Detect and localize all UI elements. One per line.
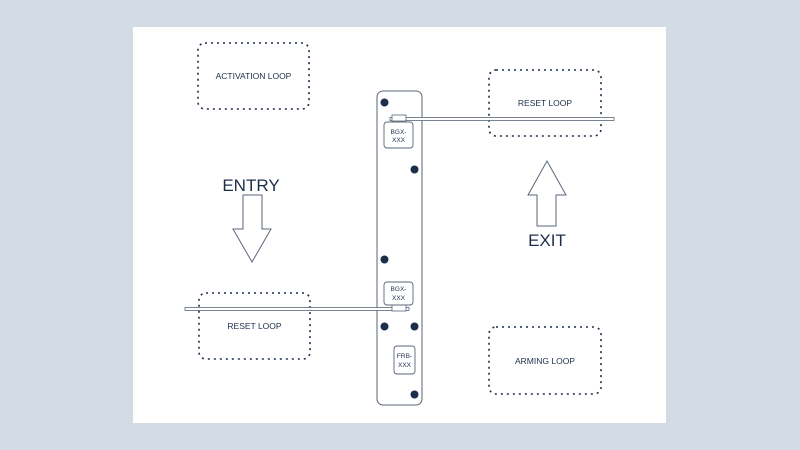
exit-arrow-icon <box>527 159 567 227</box>
reset-loop-entry: RESET LOOP <box>198 292 311 360</box>
arming-loop: ARMING LOOP <box>488 326 602 395</box>
barrier-device-bottom-label-2: XXX <box>392 295 406 302</box>
post-marker <box>410 390 419 399</box>
post-marker <box>380 98 389 107</box>
barrier-device-top-label-1: BGX- <box>391 129 407 136</box>
frb-device: FRB- XXX <box>393 345 416 375</box>
frb-device-label-1: FRB- <box>397 353 412 360</box>
barrier-device-top: BGX- XXX <box>383 121 414 149</box>
activation-loop: ACTIVATION LOOP <box>197 42 310 110</box>
entry-label: ENTRY <box>222 176 279 195</box>
post-marker <box>380 255 389 264</box>
barrier-device-top-label-2: XXX <box>392 137 406 144</box>
arming-loop-label: ARMING LOOP <box>515 356 575 366</box>
exit-label: EXIT <box>528 231 566 250</box>
post-marker <box>410 165 419 174</box>
post-marker <box>410 322 419 331</box>
entry-arrow-icon <box>232 194 272 264</box>
reset-loop-exit-label: RESET LOOP <box>518 98 572 108</box>
post-marker <box>380 322 389 331</box>
post-markers <box>380 98 419 399</box>
barrier-arm-exit <box>389 114 615 122</box>
reset-loop-exit: RESET LOOP <box>488 69 602 137</box>
frb-device-label-2: XXX <box>398 362 412 369</box>
barrier-device-bottom-label-1: BGX- <box>391 286 407 293</box>
activation-loop-label: ACTIVATION LOOP <box>216 71 292 81</box>
barrier-device-bottom: BGX- XXX <box>383 281 414 306</box>
reset-loop-entry-label: RESET LOOP <box>227 321 281 331</box>
